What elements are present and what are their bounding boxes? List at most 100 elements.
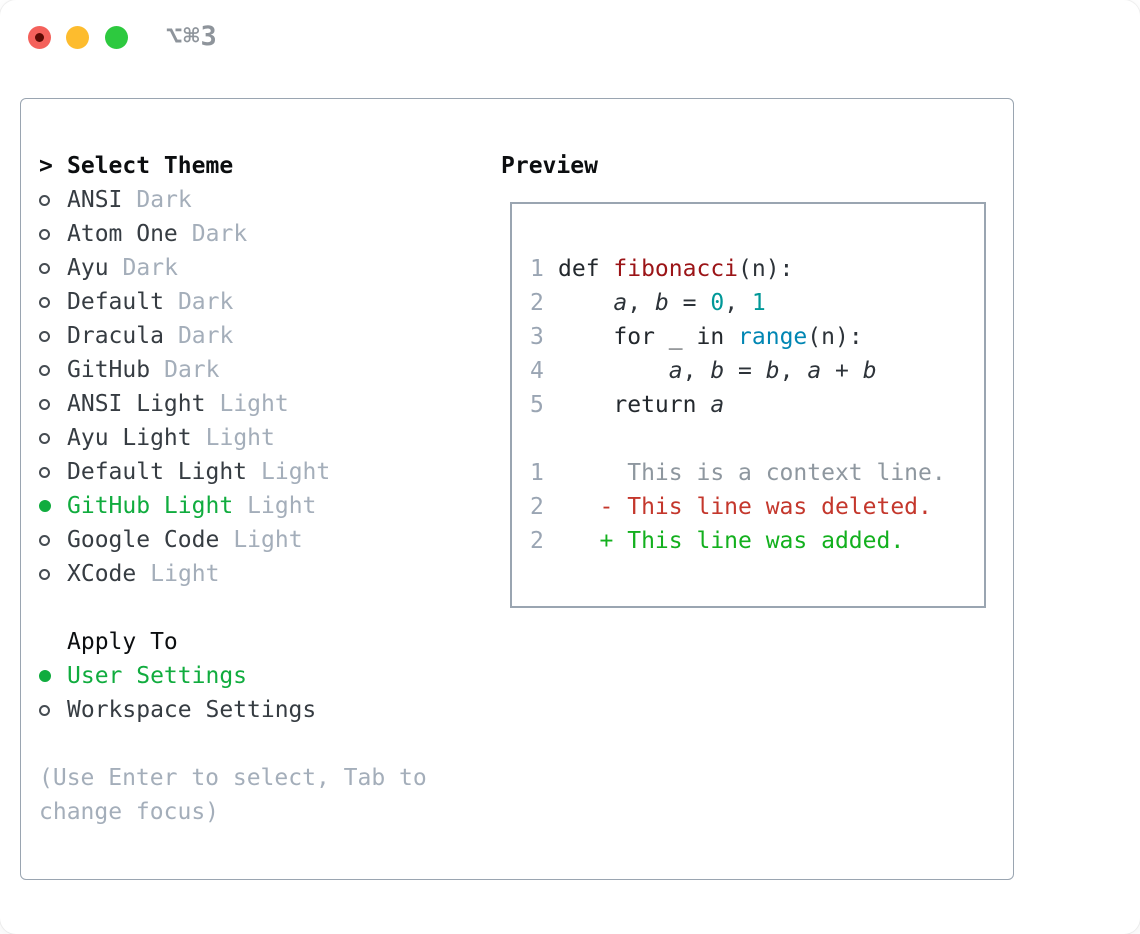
theme-variant-tag: Dark — [177, 289, 234, 315]
apply-to-header: Apply To — [39, 625, 499, 659]
diff-line: 2 + This line was added. — [530, 524, 984, 558]
line-number: 4 — [530, 358, 544, 384]
radio-selected-icon — [39, 670, 51, 682]
theme-item-default[interactable]: Default Dark — [39, 285, 499, 319]
radio-cell — [39, 364, 67, 376]
code-line-content: for _ in range(n): — [558, 324, 863, 350]
code-segment-variable: a — [807, 358, 822, 384]
code-segment-variable: a — [668, 358, 683, 384]
code-segment-variable: b — [765, 358, 780, 384]
theme-item-xcode[interactable]: XCode Light — [39, 557, 499, 591]
code-segment-variable: a — [613, 290, 628, 316]
line-number: 5 — [530, 392, 544, 418]
theme-item-label: GitHub Light — [67, 493, 234, 519]
radio-icon — [39, 262, 50, 274]
code-line-content: def fibonacci(n): — [558, 256, 793, 282]
code-segment-plain: (n): — [738, 256, 794, 282]
code-segment-plain: , — [682, 358, 711, 384]
theme-item-github-light[interactable]: GitHub Light Light — [39, 489, 499, 523]
close-button[interactable] — [28, 26, 51, 49]
code-line: 5 return a — [530, 388, 984, 422]
radio-icon — [39, 364, 50, 376]
apply-option-user-settings[interactable]: User Settings — [39, 659, 499, 693]
prompt-cell: > — [39, 153, 67, 179]
diff-line: 2 - This line was deleted. — [530, 490, 984, 524]
theme-variant-tag: Dark — [164, 357, 220, 383]
radio-cell — [39, 500, 67, 512]
radio-icon — [39, 330, 50, 342]
radio-icon — [39, 534, 50, 546]
diff-line-content: - This line was deleted. — [558, 494, 932, 520]
theme-item-label: XCode — [67, 561, 137, 587]
line-number: 2 — [530, 528, 544, 554]
minimize-button[interactable] — [66, 26, 89, 49]
code-segment-builtin: range — [738, 324, 808, 350]
theme-variant-tag: Light — [247, 493, 317, 519]
theme-item-label: ANSI — [67, 187, 123, 213]
maximize-button[interactable] — [105, 26, 128, 49]
radio-selected-icon — [39, 500, 51, 512]
code-segment-plain: = — [668, 290, 711, 316]
code-segment-plain: + — [821, 358, 863, 384]
code-segment-plain: , — [779, 358, 808, 384]
code-segment-keyword: return — [613, 392, 697, 418]
radio-icon — [39, 704, 50, 716]
select-theme-header: > Select Theme — [39, 149, 499, 183]
radio-icon — [39, 568, 50, 580]
radio-icon — [39, 432, 50, 444]
diff-line-content: + This line was added. — [558, 528, 905, 554]
diff-line: 1 This is a context line. — [530, 456, 984, 490]
code-segment-plain — [558, 358, 669, 384]
theme-item-ansi[interactable]: ANSI Dark — [39, 183, 499, 217]
code-segment-plain: (n): — [807, 324, 863, 350]
radio-cell — [39, 228, 67, 240]
code-segment-variable: b — [862, 358, 877, 384]
unsaved-changes-dot — [35, 33, 44, 42]
code-segment-keyword: for — [613, 324, 655, 350]
code-segment-plain — [558, 324, 613, 350]
line-number: 1 — [530, 256, 544, 282]
line-number: 1 — [530, 460, 544, 486]
theme-item-label: Dracula — [67, 323, 164, 349]
code-line: 4 a, b = b, a + b — [530, 354, 984, 388]
theme-item-label: Ayu Light — [67, 425, 192, 451]
radio-icon — [39, 296, 50, 308]
radio-cell — [39, 398, 67, 410]
code-segment-number: 1 — [751, 290, 766, 316]
code-segment-variable: b — [710, 358, 725, 384]
radio-cell — [39, 194, 67, 206]
radio-cell — [39, 330, 67, 342]
code-segment-variable: b — [654, 290, 669, 316]
code-segment-keyword: in — [696, 324, 725, 350]
code-segment-added: + This line was added. — [558, 528, 905, 554]
theme-variant-tag: Dark — [136, 187, 192, 213]
apply-option-label: User Settings — [67, 663, 248, 689]
preview-label: Preview — [501, 153, 598, 179]
theme-variant-tag: Dark — [191, 221, 248, 247]
radio-cell — [39, 670, 67, 682]
radio-icon — [39, 194, 50, 206]
theme-variant-tag: Light — [233, 527, 303, 553]
code-segment-keyword: def — [558, 256, 614, 282]
code-segment-plain — [724, 324, 738, 350]
radio-cell — [39, 262, 67, 274]
radio-cell — [39, 534, 67, 546]
theme-item-label: Default — [67, 289, 164, 315]
code-segment-title: fibonacci — [613, 256, 739, 282]
theme-variant-tag: Light — [150, 561, 220, 587]
code-segment-variable: a — [710, 392, 725, 418]
apply-option-workspace-settings[interactable]: Workspace Settings — [39, 693, 499, 727]
code-line: 2 a, b = 0, 1 — [530, 286, 984, 320]
radio-icon — [39, 228, 50, 240]
select-theme-label: Select Theme — [67, 153, 234, 179]
